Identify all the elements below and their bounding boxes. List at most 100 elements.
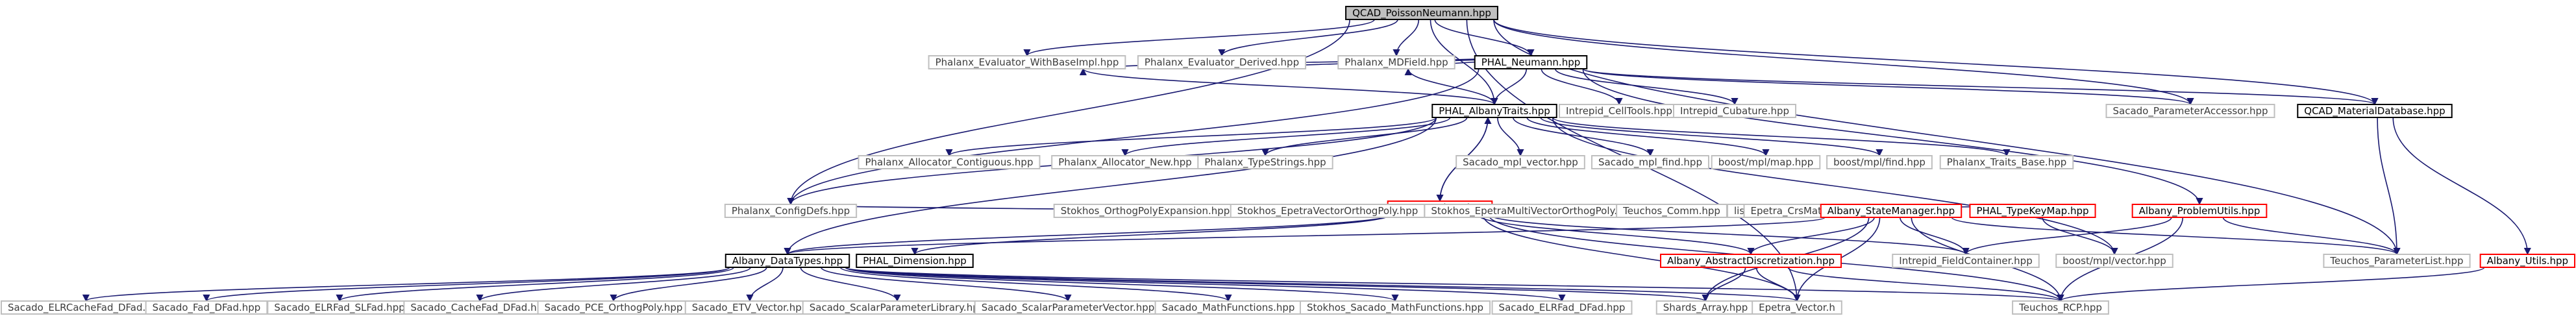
edge-albany-datatypes-to-etv-vector	[746, 267, 784, 302]
edge-albany-traits-to-boost-map	[1526, 117, 1770, 157]
node-box	[1474, 55, 1588, 69]
edge-phal-neumann-to-configdefs	[787, 68, 1480, 206]
edge-albany-datatypes-to-shards-array	[845, 267, 1709, 302]
node-mpl-find: Sacado_mpl_find.hpp	[1591, 155, 1709, 169]
node-epetra-multivec-ortho: Stokhos_EpetraMultiVectorOrthogPoly.hpp	[1424, 204, 1643, 218]
node-label: Sacado_ScalarParameterVector.hpp	[982, 302, 1155, 314]
edge-albany-datatypes-to-scalar-param-lib	[800, 267, 901, 302]
edge-workset-to-field-container	[1487, 213, 1970, 256]
node-label: QCAD_MaterialDatabase.hpp	[2304, 105, 2445, 117]
file-nodes: QCAD_PoissonNeumann.hppPHAL_Neumann.hppP…	[1, 6, 2575, 315]
edge-albany-traits-to-evaluator-withbase	[1080, 67, 1495, 105]
node-state-manager[interactable]: Albany_StateManager.hpp	[1820, 204, 1963, 218]
edge-qcad-to-phal-neumann	[1434, 19, 1535, 57]
node-field-container: Intrepid_FieldContainer.hpp	[1892, 254, 2040, 268]
node-typekeymap[interactable]: PHAL_TypeKeyMap.hpp	[1969, 204, 2096, 218]
node-phal-dimension[interactable]: PHAL_Dimension.hpp	[856, 254, 974, 268]
node-phal-neumann[interactable]: PHAL_Neumann.hpp	[1474, 55, 1588, 69]
node-label: Sacado_ELRFad_SLFad.hpp	[274, 302, 404, 314]
edge-albany-datatypes-to-elr-cache-fad	[82, 267, 730, 302]
edge-abstract-disc-to-teuchos-rcp	[1787, 267, 2064, 302]
node-box	[2323, 254, 2471, 268]
edge-problem-utils-to-field-container	[1962, 217, 2172, 256]
node-intrepid-celltools: Intrepid_CellTools.hpp	[1559, 104, 1679, 118]
node-scalar-param-vec: Sacado_ScalarParameterVector.hpp	[974, 300, 1162, 315]
edge-state-manager-to-teuchos-paramlist	[1951, 217, 2401, 256]
edge-qcad-to-teuchos-paramlist	[1493, 19, 2401, 256]
edge-albany-traits-to-albany-datatypes	[784, 117, 1437, 256]
node-math-functions: Sacado_MathFunctions.hpp	[1154, 300, 1302, 315]
edge-albany-traits-to-mpl-find	[1513, 117, 1654, 157]
edge-phal-neumann-to-albany-traits	[1491, 68, 1528, 106]
node-label: Sacado_ELRFad_DFad.hpp	[1499, 302, 1626, 314]
node-label: Sacado_mpl_find.hpp	[1598, 156, 1702, 169]
edge-qcad-to-evaluator-derived	[1218, 19, 1398, 57]
node-boost-vector: boost/mpl/vector.hpp	[2055, 254, 2174, 268]
edge-albany-traits-to-typestrings	[1261, 117, 1468, 157]
edge-workset-to-albany-datatypes	[784, 213, 1393, 256]
node-box	[1820, 204, 1963, 218]
node-label: QCAD_PoissonNeumann.hpp	[1352, 7, 1491, 19]
edge-typekeymap-to-boost-vector	[2042, 217, 2118, 256]
edge-albany-datatypes-to-epetra-vector	[845, 267, 1800, 302]
edge-qcad-to-configdefs	[787, 19, 1350, 206]
node-abstract-disc[interactable]: Albany_AbstractDiscretization.hpp	[1659, 254, 1842, 268]
node-label: Intrepid_CellTools.hpp	[1566, 105, 1672, 117]
node-problem-utils[interactable]: Albany_ProblemUtils.hpp	[2131, 204, 2268, 218]
node-qcad[interactable]: QCAD_PoissonNeumann.hpp	[1345, 6, 1498, 20]
node-label: Phalanx_MDField.hpp	[1344, 56, 1448, 69]
node-box	[1591, 155, 1709, 169]
node-albany-traits[interactable]: PHAL_AlbanyTraits.hpp	[1431, 104, 1557, 118]
node-label: Sacado_ETV_Vector.hpp	[692, 302, 808, 314]
node-label: Stokhos_EpetraMultiVectorOrthogPoly.hpp	[1431, 205, 1635, 217]
node-box	[1431, 104, 1557, 118]
node-traits-base: Phalanx_Traits_Base.hpp	[1939, 155, 2074, 169]
node-box	[1969, 204, 2096, 218]
node-qcad-material[interactable]: QCAD_MaterialDatabase.hpp	[2297, 104, 2453, 118]
node-box	[2131, 204, 2268, 218]
node-box	[2012, 300, 2109, 315]
node-label: Shards_Array.hpp	[1663, 302, 1748, 314]
node-box	[1337, 55, 1455, 69]
edge-phal-neumann-to-problem-utils	[1582, 68, 2203, 206]
edge-phal-neumann-to-qcad-material	[1582, 68, 2379, 106]
node-albany-utils[interactable]: Albany_Utils.hpp	[2479, 254, 2575, 268]
node-label: PHAL_Neumann.hpp	[1481, 56, 1581, 69]
edge-phal-neumann-to-param-accessor	[1582, 68, 2194, 106]
edge-phal-neumann-to-intrepid-cubature	[1554, 68, 1739, 106]
edge-albany-traits-to-mpl-vector	[1497, 117, 1524, 157]
node-label: PHAL_TypeKeyMap.hpp	[1976, 205, 2088, 217]
edge-albany-traits-to-alloc-contig	[945, 117, 1437, 157]
node-box	[1197, 155, 1333, 169]
node-label: Stokhos_Sacado_MathFunctions.hpp	[1307, 302, 1483, 314]
edge-albany-traits-to-boost-vector	[1552, 117, 2118, 256]
node-albany-datatypes[interactable]: Albany_DataTypes.hpp	[724, 254, 850, 268]
node-label: Teuchos_ParameterList.hpp	[2329, 255, 2463, 267]
node-label: Albany_AbstractDiscretization.hpp	[1667, 255, 1835, 267]
node-evaluator-derived: Phalanx_Evaluator_Derived.hpp	[1137, 55, 1307, 69]
edge-albany-datatypes-to-cachefad-dfad	[476, 267, 751, 302]
edge-qcad-material-to-albany-utils	[2392, 117, 2531, 256]
edge-qcad-to-albany-traits	[1430, 19, 1498, 106]
edge-albany-traits-to-traits-base	[1552, 117, 2011, 157]
node-label: PHAL_Dimension.hpp	[863, 255, 967, 267]
node-label: PHAL_AlbanyTraits.hpp	[1439, 105, 1550, 117]
node-box	[1616, 204, 1728, 218]
edge-albany-datatypes-to-stokhos-math	[845, 267, 1399, 302]
node-box	[928, 55, 1126, 69]
node-pce-orthog: Sacado_PCE_OrthogPoly.hpp	[537, 300, 690, 315]
node-box	[1299, 300, 1491, 315]
node-label: Albany_Utils.hpp	[2487, 255, 2568, 267]
node-box	[2105, 104, 2275, 118]
node-box	[858, 155, 1041, 169]
node-label: Intrepid_FieldContainer.hpp	[1899, 255, 2032, 267]
node-mpl-vector: Sacado_mpl_vector.hpp	[1455, 155, 1585, 169]
edge-problem-utils-to-teuchos-paramlist	[2222, 217, 2401, 256]
edge-qcad-to-param-accessor	[1493, 19, 2194, 106]
node-label: Phalanx_Evaluator_Derived.hpp	[1145, 56, 1299, 69]
node-label: Sacado_ParameterAccessor.hpp	[2112, 105, 2268, 117]
node-label: Phalanx_Evaluator_WithBaseImpl.hpp	[935, 56, 1119, 69]
node-box	[1711, 155, 1821, 169]
node-cachefad-dfad: Sacado_CacheFad_DFad.hpp	[403, 300, 556, 315]
node-boost-map: boost/mpl/map.hpp	[1711, 155, 1821, 169]
